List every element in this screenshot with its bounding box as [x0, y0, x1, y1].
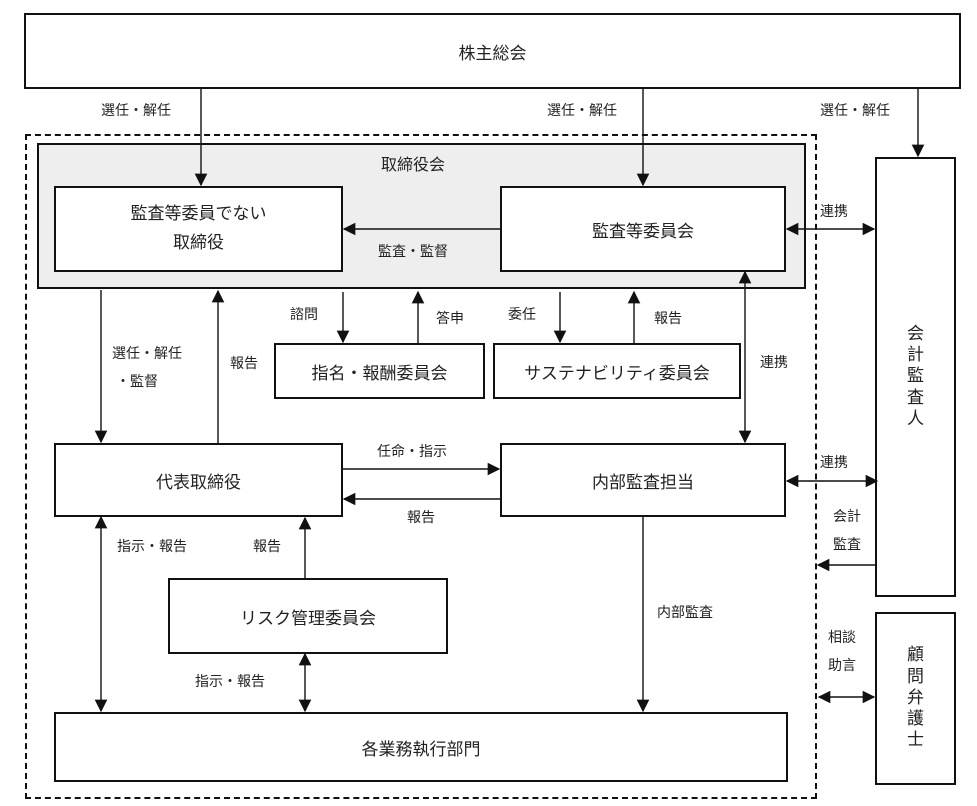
company-boundary [25, 134, 817, 799]
internal-audit-box: 内部監査担当 [500, 443, 786, 517]
non-audit-directors-line2: 取締役 [173, 233, 224, 253]
auditor-char-4: 査 [907, 387, 924, 408]
ceo-box: 代表取締役 [54, 443, 343, 517]
lawyer-char-3: 弁 [907, 687, 924, 708]
label-report-internal: 報告 [407, 510, 435, 526]
label-report-risk: 報告 [253, 539, 281, 555]
label-accounting-audit-1: 会計 [833, 509, 861, 525]
business-divisions-box: 各業務執行部門 [54, 712, 788, 782]
label-delegate: 委任 [508, 307, 536, 323]
label-appoint: 任命・指示 [377, 444, 447, 460]
non-audit-directors-line1: 監査等委員でない [130, 203, 267, 224]
label-cooperate-mid: 連携 [820, 455, 848, 471]
label-elect-directors: 選任・解任 [101, 103, 171, 119]
label-elect-auditor: 選任・解任 [820, 103, 890, 119]
label-consult-advice-1: 相談 [828, 630, 856, 646]
nomination-committee-box: 指名・報酬委員会 [274, 343, 485, 399]
label-instruct-report-1: 指示・報告 [117, 539, 187, 555]
label-elect-supervise-2: ・監督 [116, 374, 158, 390]
label-instruct-report-2: 指示・報告 [195, 674, 265, 690]
lawyer-char-1: 顧 [907, 645, 924, 666]
legal-advisor-box: 顧 問 弁 護 士 [875, 612, 956, 785]
label-elect-supervise-1: 選任・解任 [112, 346, 182, 362]
label-elect-audit: 選任・解任 [547, 103, 617, 119]
auditor-char-2: 計 [907, 345, 924, 366]
label-audit-supervise: 監査・監督 [378, 244, 448, 260]
sustainability-committee-box: サステナビリティ委員会 [493, 343, 741, 399]
lawyer-char-5: 士 [907, 730, 924, 751]
risk-committee-box: リスク管理委員会 [168, 578, 448, 654]
label-consult-advice-2: 助言 [828, 658, 856, 674]
auditor-char-3: 監 [907, 366, 924, 387]
label-cooperate-top: 連携 [820, 204, 848, 220]
label-cooperate-internal: 連携 [760, 355, 788, 371]
label-consult: 諮問 [290, 307, 318, 323]
label-report-sustainability: 報告 [654, 311, 682, 327]
label-accounting-audit-2: 監査 [833, 537, 861, 553]
non-audit-directors-box: 監査等委員でない 取締役 [54, 186, 343, 272]
audit-committee-box: 監査等委員会 [500, 186, 786, 272]
label-answer: 答申 [436, 311, 464, 327]
board-title: 取締役会 [381, 155, 446, 174]
auditor-char-5: 人 [907, 408, 924, 429]
shareholders-meeting-box: 株主総会 [24, 13, 961, 89]
lawyer-char-4: 護 [907, 709, 924, 730]
label-report-ceo: 報告 [230, 356, 258, 372]
lawyer-char-2: 問 [907, 666, 924, 687]
label-internal-audit: 内部監査 [657, 605, 713, 621]
accounting-auditor-box: 会 計 監 査 人 [875, 157, 956, 597]
auditor-char-1: 会 [907, 323, 924, 344]
